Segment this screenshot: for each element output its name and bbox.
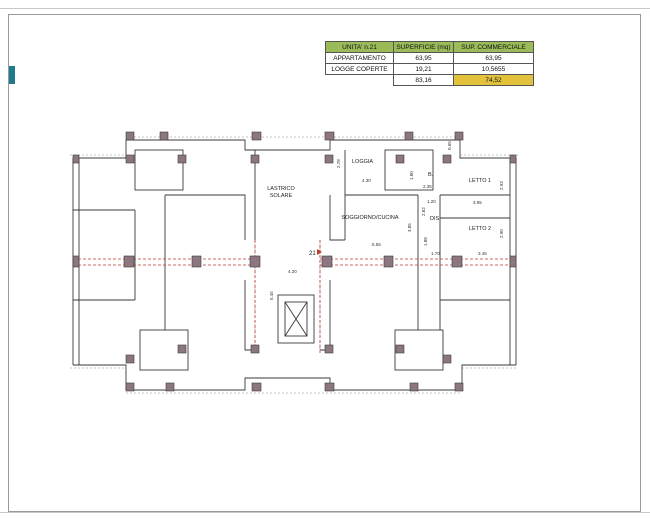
outer-wall [73, 364, 127, 390]
room-wall [134, 149, 184, 191]
dimension-label: 3.95 [473, 200, 482, 205]
dimension-label: 1.20 [427, 199, 436, 204]
bottom-page-edge [0, 512, 650, 513]
room-wall [329, 195, 345, 241]
pillar [442, 154, 452, 164]
pillar [125, 154, 135, 164]
room-label-lastrico: LASTRICO [267, 186, 295, 192]
outer-wall [461, 364, 516, 390]
header-commercial-surface: SUP. COMMERCIALE [453, 41, 534, 53]
pillar [177, 154, 187, 164]
room-wall [165, 194, 246, 240]
room-label-bathroom: B. [428, 172, 434, 178]
room-label-letto-2: LETTO 2 [469, 226, 491, 232]
dimension-label: 2.93 [499, 181, 504, 190]
dimension-label: 5.55 [372, 242, 381, 247]
total-commercial-highlight: 74,52 [453, 74, 534, 86]
pillar [251, 131, 262, 141]
dimension-label: 1.70 [431, 251, 440, 256]
pillar [250, 154, 260, 164]
dimension-label: 1.80 [409, 171, 414, 180]
room-wall [244, 280, 255, 351]
dimension-label: 1.88 [423, 237, 428, 246]
top-page-edge [0, 8, 650, 9]
stair-core [277, 294, 315, 344]
pillar [404, 131, 414, 141]
pillar [72, 255, 80, 268]
dimension-label: 5.45 [269, 291, 274, 300]
unit-area-table: UNITA' n.21 SUPERFICIE (mq) SUP. COMMERC… [325, 41, 534, 86]
dimension-label: 2.82 [421, 207, 426, 216]
outer-wall [126, 139, 460, 151]
room-wall [384, 149, 434, 191]
room-label-soggiorno: SOGGIORNO/CUCINA [341, 215, 398, 221]
room-wall [139, 329, 189, 371]
pillar [165, 382, 175, 392]
pillar [125, 382, 135, 392]
dimension-label: 3.45 [478, 251, 487, 256]
drawing-frame [8, 14, 641, 512]
pillar [249, 255, 261, 268]
pillar [324, 154, 334, 164]
room-wall [394, 329, 444, 371]
pillar [509, 154, 517, 164]
dimension-label: 2.90 [499, 229, 504, 238]
dimension-label: 0.65 [447, 141, 452, 150]
dashed-grid-lines [70, 136, 518, 394]
room-label-solare: SOLARE [270, 193, 293, 199]
pillar [454, 131, 464, 141]
beam-lines [73, 240, 516, 355]
dimension-label: 2.35 [423, 184, 432, 189]
pillar [251, 382, 262, 392]
pillar [324, 131, 335, 141]
pillar [125, 354, 135, 364]
outer-wall [459, 140, 516, 159]
pillar [454, 382, 464, 392]
room-label-disimpegno: DIS. [430, 216, 441, 222]
pillar [395, 154, 405, 164]
pillar [123, 255, 135, 268]
accent-bar [9, 66, 15, 84]
pillar [72, 154, 80, 164]
dimension-label: 3.85 [407, 223, 412, 232]
unit-marker-arrow [317, 249, 322, 255]
pillar [324, 344, 334, 354]
table-row: LOGGE COPERTE 19,21 10,5655 [325, 63, 534, 75]
room-label-loggia: LOGGIA [352, 159, 373, 165]
pillar [442, 354, 452, 364]
pillar [509, 255, 517, 268]
unit-number: 21 [309, 251, 316, 257]
stair-core [284, 301, 308, 337]
room-wall [320, 280, 331, 351]
table-total-row: 83,16 74,52 [325, 74, 534, 86]
pillars [72, 131, 517, 392]
pillar [324, 382, 335, 392]
dimension-label: 4.20 [288, 269, 297, 274]
pillar [191, 255, 202, 268]
dimension-label: 4.30 [362, 178, 371, 183]
pillar [159, 131, 169, 141]
pillar [125, 131, 135, 141]
table-header-row: UNITA' n.21 SUPERFICIE (mq) SUP. COMMERC… [325, 41, 534, 53]
dimension-label: 2.78 [336, 159, 341, 168]
pillar [383, 255, 394, 268]
pillar [395, 344, 405, 354]
pillar [409, 382, 419, 392]
stair-line [284, 301, 308, 337]
pillar [250, 344, 260, 354]
outer-wall [126, 377, 462, 391]
pillar [321, 255, 333, 268]
outer-wall [73, 140, 127, 159]
room-label-letto-1: LETTO 1 [469, 178, 491, 184]
pillar [177, 344, 187, 354]
pillar [451, 255, 463, 268]
